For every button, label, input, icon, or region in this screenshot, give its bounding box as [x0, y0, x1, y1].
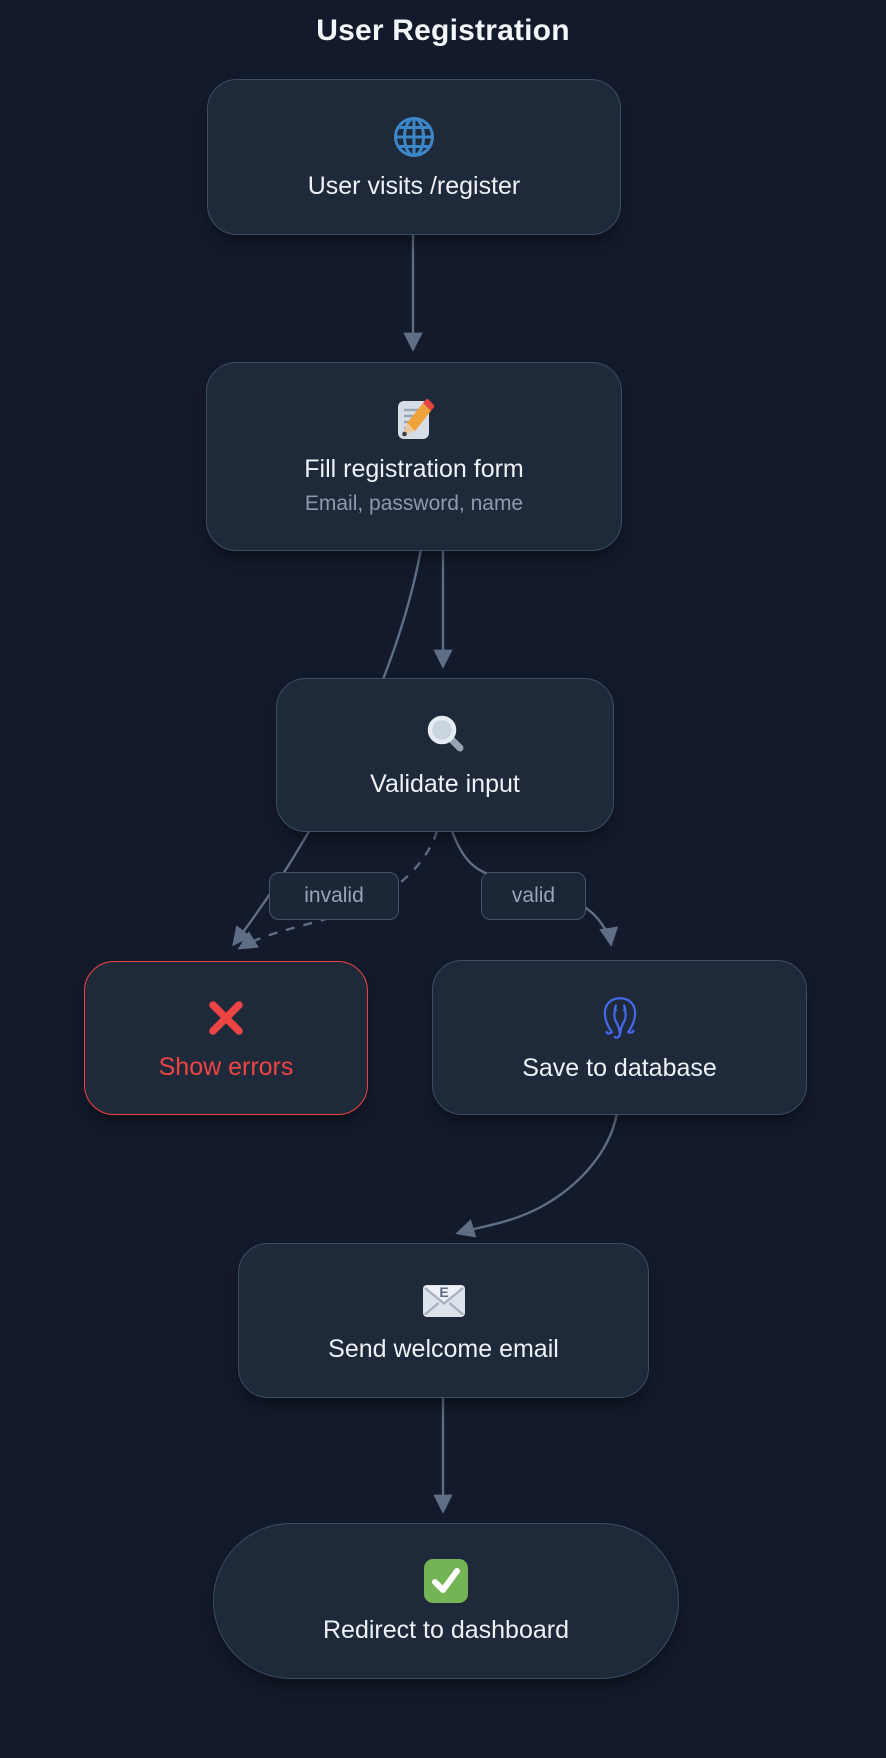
node-label: Fill registration form: [304, 455, 524, 483]
node-label: Save to database: [522, 1054, 717, 1082]
node-fill-registration-form: Fill registration form Email, password, …: [206, 362, 622, 551]
postgresql-elephant-icon: [595, 992, 645, 1042]
node-label: Send welcome email: [328, 1335, 559, 1363]
check-mark-icon: [423, 1558, 469, 1604]
node-redirect-to-dashboard: Redirect to dashboard: [213, 1523, 679, 1679]
node-send-welcome-email: E Send welcome email: [238, 1243, 649, 1398]
node-user-visits-register: User visits /register: [207, 79, 621, 235]
cross-mark-icon: [203, 995, 249, 1041]
edge-label-text: valid: [511, 884, 556, 907]
node-label: Show errors: [158, 1052, 294, 1081]
node-label: User visits /register: [307, 171, 521, 200]
globe-icon: [391, 114, 437, 160]
email-envelope-icon: E: [421, 1277, 467, 1323]
edge-validate-invalid-to-show-errors: [237, 830, 439, 950]
svg-text:E: E: [439, 1284, 448, 1300]
node-label: Validate input: [370, 769, 520, 798]
node-validate-input: Validate input: [276, 678, 614, 832]
magnifier-icon: [422, 712, 468, 758]
node-sublabel: Email, password, name: [304, 492, 524, 515]
node-label: Redirect to dashboard: [323, 1615, 569, 1644]
node-show-errors: Show errors: [84, 961, 368, 1115]
edge-label-text: invalid: [304, 884, 364, 907]
edge-save-db-to-send-email: [455, 1112, 619, 1238]
memo-pencil-icon: [391, 397, 437, 443]
edge-label-invalid: invalid: [269, 872, 399, 920]
diagram-title: User Registration: [316, 14, 570, 47]
node-save-to-database: Save to database: [432, 960, 807, 1115]
edge-label-valid: valid: [481, 872, 586, 920]
